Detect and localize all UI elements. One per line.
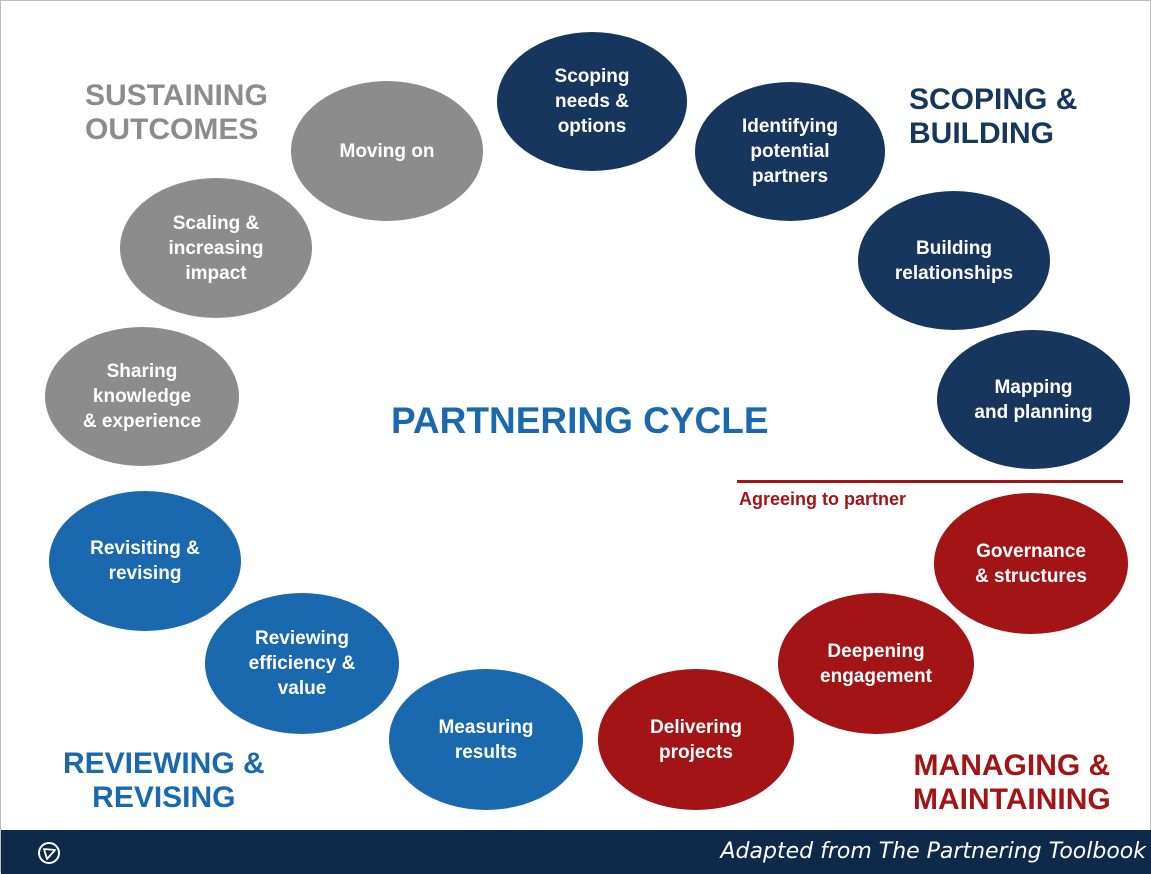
agreeing-divider (737, 480, 1123, 483)
agreeing-to-partner-label: Agreeing to partner (739, 489, 907, 509)
diagram-title: PARTNERING CYCLE (391, 400, 769, 441)
phase-scoping-building: SCOPING & BUILDING (909, 83, 1078, 150)
phase-managing-maintaining: MANAGING & MAINTAINING (913, 749, 1111, 816)
node-identifying-partners: Identifying potential partners (695, 82, 885, 221)
node-revisiting-revising: Revisiting & revising (49, 491, 241, 631)
circular-triangle-logo-icon (38, 842, 60, 864)
node-mapping-planning: Mapping and planning (937, 330, 1130, 469)
node-scoping-needs: Scoping needs & options (497, 32, 687, 171)
node-building-relationships: Building relationships (858, 191, 1050, 330)
node-delivering-projects: Delivering projects (598, 669, 794, 810)
node-moving-on: Moving on (291, 81, 483, 221)
phase-reviewing-revising: REVIEWING & REVISING (63, 747, 265, 814)
node-deepening-engagement: Deepening engagement (778, 593, 974, 734)
phase-sustaining-outcomes: SUSTAINING OUTCOMES (85, 79, 268, 146)
node-scaling-impact: Scaling & increasing impact (120, 178, 312, 318)
footer-credit-text: Adapted from The Partnering Toolbook (720, 839, 1147, 864)
footer-bar: Adapted from The Partnering Toolbook (1, 830, 1151, 874)
node-reviewing-efficiency: Reviewing efficiency & value (205, 593, 399, 734)
node-sharing-knowledge: Sharing knowledge & experience (45, 327, 239, 466)
node-measuring-results: Measuring results (389, 669, 583, 810)
node-governance-structures: Governance & structures (934, 493, 1128, 634)
